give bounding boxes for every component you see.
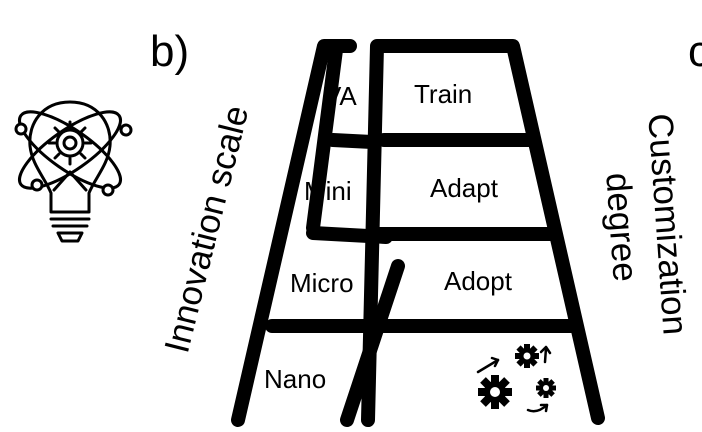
right-ladder	[361, 39, 605, 427]
left-rung-label-nano: Nano	[264, 364, 326, 394]
next-panel-label-fragment: c	[688, 27, 702, 76]
left-ladder	[231, 39, 405, 427]
left-rung-label-mini: Mini	[304, 176, 352, 206]
left-ladder-inner-rail-upper	[306, 43, 343, 235]
lightbulb-gear-orbit-icon	[14, 100, 133, 243]
panel-label: b)	[150, 27, 189, 76]
right-rung-label-train: Train	[414, 79, 472, 109]
gears-arrows-icon	[476, 344, 556, 413]
right-rung-label-adapt: Adapt	[430, 173, 499, 203]
customization-label-line1: Customization	[640, 112, 694, 336]
left-rung-label-va: VA	[324, 81, 357, 111]
innovation-scale-label: Innovation scale	[157, 102, 256, 357]
left-rung-label-micro: Micro	[290, 268, 354, 298]
right-rung-label-adopt: Adopt	[444, 266, 513, 296]
customization-label-line2: degree	[598, 171, 645, 282]
left-ladder-rung	[326, 133, 379, 149]
